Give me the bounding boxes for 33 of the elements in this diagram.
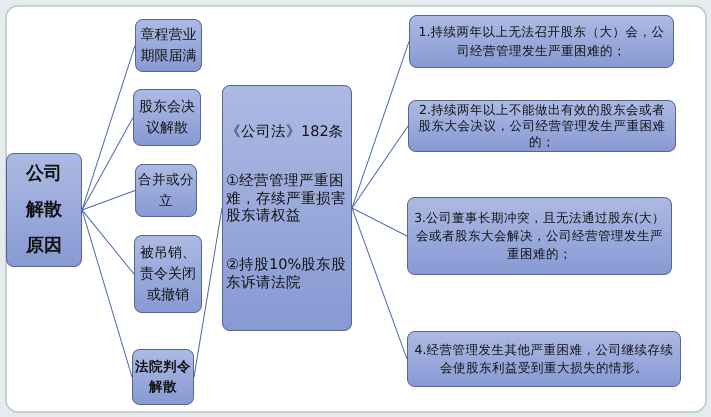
node-text: ①经营管理严重困难，存续严重损害股东请权益	[226, 173, 347, 226]
connector-line	[82, 190, 136, 210]
topic-box	[407, 331, 681, 387]
topic-box	[135, 19, 202, 72]
connector-line	[352, 208, 408, 360]
node-text: 股东会决议解散	[138, 98, 196, 138]
topic-box	[134, 235, 202, 313]
connector-line	[82, 210, 132, 378]
connector-line	[82, 210, 134, 274]
node-text: 《公司法》182条	[226, 124, 344, 142]
node-text: 4.经营管理发生其他严重困难，公司继续存续会使股东利益受到重大损失的情形。	[414, 340, 674, 377]
topic-box	[132, 349, 194, 405]
topic-box	[407, 197, 672, 275]
node-text: 公司解散原因	[26, 162, 62, 258]
topic-box	[409, 15, 674, 68]
connector-line	[82, 45, 136, 210]
node-text: 2.持续两年以上不能做出有效的股东会或者股东大会决议，公司经营管理发生严重困难的；	[418, 102, 666, 150]
root-box	[6, 153, 82, 267]
topic-box	[133, 89, 201, 146]
connector-line	[194, 208, 222, 378]
topic-box	[222, 85, 352, 331]
node-text: 章程营业期限届满	[140, 26, 198, 66]
connector-line	[352, 208, 408, 236]
connector-line	[352, 41, 410, 208]
node-text: 3.公司董事长期冲突，且无法通过股东(大）会或者股东大会解决，公司经营管理发生严重困难的；	[413, 208, 666, 264]
node-text: 法院判令解散	[134, 358, 192, 397]
node-text: 合并或分立	[137, 171, 195, 210]
node-text: 被吊销、责令关闭或撤销	[139, 244, 197, 304]
connector-line	[82, 117, 134, 210]
connector-line	[352, 126, 408, 208]
topic-box	[135, 164, 197, 217]
node-text: 1.持续两年以上无法召开股东（大）会，公司经营管理发生严重困难的；	[418, 23, 666, 60]
node-text: ②持股10%股东股东诉请法院	[226, 257, 348, 292]
